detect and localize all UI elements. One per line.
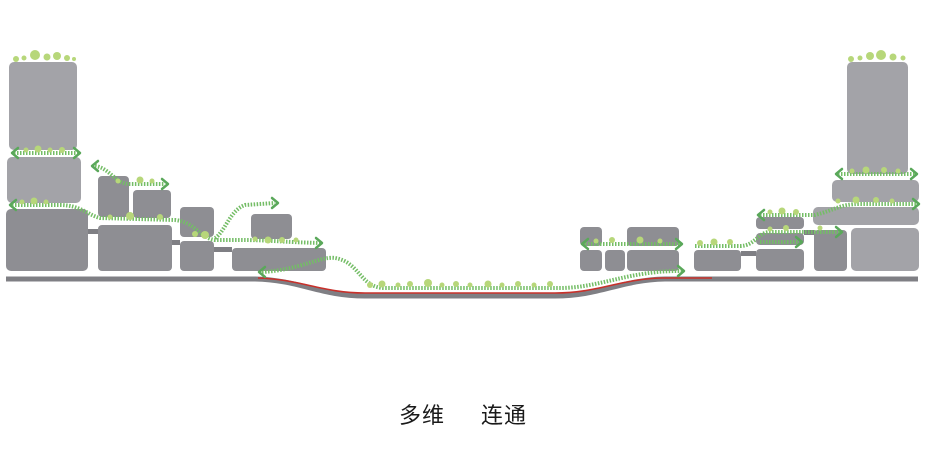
- urban-section-diagram: [6, 50, 921, 299]
- right-building-cluster: [580, 62, 919, 271]
- right-block-i: [627, 227, 679, 246]
- green-pathways-right: [585, 172, 918, 248]
- tree-canopy-icon: [13, 50, 906, 288]
- left-block-c: [98, 225, 172, 271]
- right-block-a: [814, 230, 847, 271]
- left-tower: [9, 62, 77, 150]
- right-block-b: [756, 217, 804, 229]
- left-block-g: [232, 248, 326, 271]
- left-block-d: [180, 207, 214, 237]
- right-tower-band: [832, 180, 919, 202]
- right-tower-base: [851, 228, 919, 271]
- caption-left-word: 多维: [398, 404, 445, 429]
- left-block-f: [251, 214, 292, 239]
- connector-bar: [172, 240, 180, 245]
- right-block-g: [580, 250, 602, 271]
- channel-red-line: [257, 277, 712, 294]
- double-arrow-icon: [8, 146, 921, 279]
- connector-bar: [741, 251, 756, 256]
- right-block-c: [756, 233, 804, 245]
- diagram-caption: 多维 连通: [0, 398, 926, 430]
- right-block-j: [627, 250, 679, 271]
- left-block-a: [98, 176, 129, 217]
- ground-line: [6, 276, 918, 299]
- right-block-h: [605, 250, 625, 271]
- left-building-cluster: [6, 62, 326, 271]
- right-block-d: [756, 249, 804, 271]
- left-tower-podium: [6, 209, 88, 271]
- caption-right-word: 连通: [481, 404, 528, 429]
- right-block-e: [694, 250, 741, 271]
- left-block-b: [133, 190, 171, 218]
- right-tower-band-2: [813, 207, 919, 225]
- left-block-e: [180, 241, 214, 271]
- left-tower-middle: [7, 157, 81, 203]
- right-tower: [847, 62, 908, 174]
- connector-bar: [88, 229, 98, 234]
- connector-bar: [214, 247, 232, 252]
